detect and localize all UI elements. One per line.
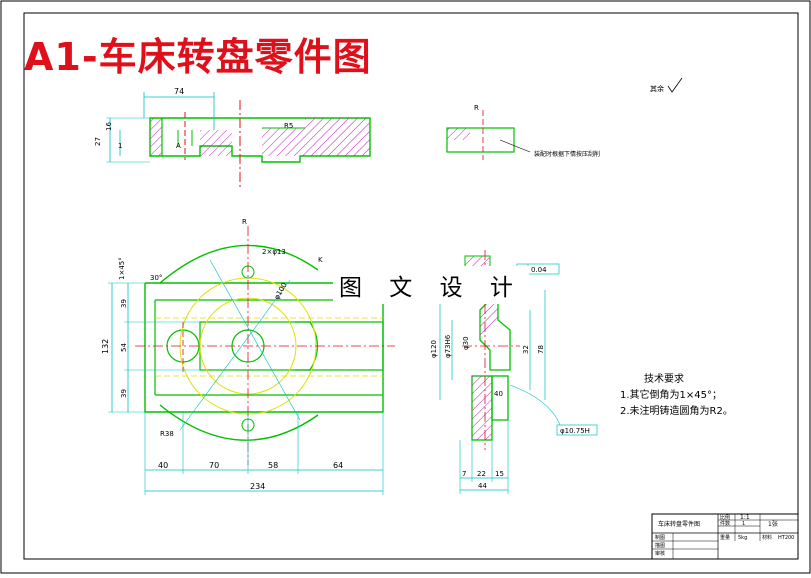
tb-part-name: 车床转盘零件图 — [658, 520, 700, 528]
flatness-tol: 0.04 — [531, 266, 547, 274]
dim-length: 74 — [174, 87, 184, 96]
tb-material-label: 材料 — [762, 534, 772, 541]
surface-finish-label: 其余 — [650, 84, 664, 93]
detail-r-label: R — [474, 104, 479, 112]
tb-sheet: 1张 — [768, 520, 778, 528]
dim-side-dia2: φ73H6 — [444, 334, 452, 358]
tb-weight-label: 重量 — [720, 534, 730, 541]
roughness-icon — [667, 77, 683, 93]
dim-side-dia3: φ30 — [462, 336, 470, 350]
tb-material: HT200 — [778, 535, 794, 541]
dim-radius: R38 — [160, 430, 174, 438]
tech-item-1: 1.其它倒角为1×45°； — [620, 390, 723, 401]
dim-overall: 234 — [250, 482, 265, 491]
dim-side-b1: 7 — [462, 470, 466, 478]
dim-side-overall: 44 — [478, 482, 487, 490]
watermark: 图 文 设 计 — [333, 266, 529, 304]
front-view: 40 70 58 64 234 132 39 54 39 2×φ13 R38 φ… — [101, 218, 395, 495]
dim-bottom-4: 64 — [333, 461, 343, 470]
surface-finish: 其余 — [650, 77, 683, 93]
dim-holes: 2×φ13 — [262, 248, 286, 256]
side-view: φ120 φ73H6 φ30 32 78 40 0.04 φ10.75H 7 2… — [430, 250, 598, 494]
dim-left-3: 39 — [120, 389, 128, 398]
dim-left-1: 39 — [120, 299, 128, 308]
dim-angle: 30° — [150, 274, 162, 282]
dim-bottom-1: 40 — [158, 461, 168, 470]
dim-side-v2: 78 — [537, 345, 545, 354]
tb-scale-label: 比例 — [720, 514, 730, 521]
title-block: 车床转盘零件图 比例 1:1 件数 1 重量 5kg 材料 HT200 1张 制… — [651, 513, 799, 560]
dim-h1: 27 — [94, 137, 102, 146]
dim-bottom-2: 70 — [209, 461, 219, 470]
inner-border — [23, 12, 799, 560]
dim-r5: R5 — [284, 122, 293, 130]
tb-drawn: 制图 — [655, 534, 665, 541]
tb-check: 描图 — [655, 542, 665, 549]
tech-heading: 技术要求 — [644, 374, 684, 385]
top-section-view: 74 27 16 1 R5 A — [94, 87, 371, 190]
dim-side-b2: 22 — [477, 470, 486, 478]
dim-side-b3: 15 — [495, 470, 504, 478]
tb-qty: 1 — [742, 521, 745, 527]
dim-side-dia1: φ120 — [430, 340, 438, 358]
label-k: K — [318, 256, 323, 264]
dim-left-2: 54 — [120, 343, 128, 352]
dim-angle: A — [176, 142, 181, 150]
dim-left-total: 132 — [101, 339, 110, 354]
dim-side-v1: 32 — [522, 345, 530, 354]
dim-bottom-3: 58 — [268, 461, 278, 470]
tb-scale: 1:1 — [740, 514, 750, 521]
detail-section: R 装配时根据下情按压刮削 — [446, 104, 600, 160]
dim-side-v3: 40 — [494, 390, 503, 398]
tb-weight: 5kg — [738, 535, 747, 541]
tb-qty-label: 件数 — [720, 520, 730, 527]
dim-h2: 16 — [105, 122, 113, 131]
label-r: R — [242, 218, 247, 226]
dim-chamfer: 1×45° — [118, 257, 126, 280]
dim-dia: φ100 — [273, 281, 289, 301]
tech-requirements: 技术要求 1.其它倒角为1×45°； 2.未注明铸造圆角为R2。 — [620, 372, 733, 420]
tb-approve: 审核 — [655, 550, 665, 557]
tech-item-2: 2.未注明铸造圆角为R2。 — [620, 406, 733, 417]
position-tol: φ10.75H — [560, 427, 590, 435]
dim-h3: 1 — [118, 142, 122, 150]
drawing-title: A1-车床转盘零件图 — [24, 35, 372, 79]
section-note: 装配时根据下情按压刮削 — [534, 150, 600, 158]
